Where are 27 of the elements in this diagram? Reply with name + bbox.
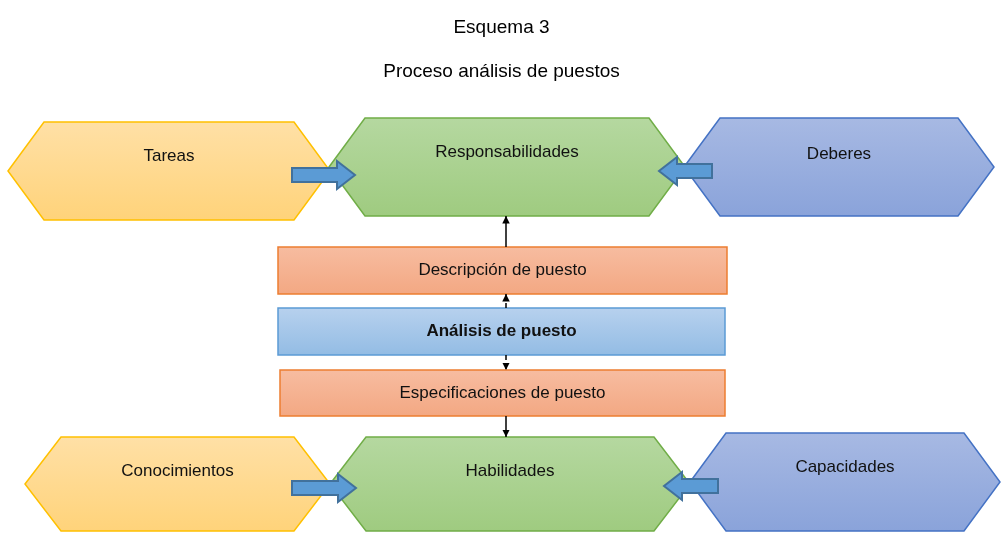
node-label: Responsabilidades	[434, 142, 580, 162]
hexagon-shape	[690, 433, 1000, 531]
arrow	[502, 293, 510, 309]
process-box	[278, 308, 725, 355]
block-arrow	[662, 469, 719, 503]
diagram-caption: Proceso análisis de puestos	[382, 60, 621, 82]
arrow	[502, 215, 510, 248]
process-box	[280, 370, 725, 416]
block-arrow	[291, 471, 358, 505]
node-label: Tareas	[142, 146, 196, 166]
block-arrow	[291, 158, 357, 192]
hexagon-shape	[8, 122, 330, 220]
node-label: Descripción de puesto	[417, 260, 588, 280]
hexagon-shape	[329, 118, 685, 216]
process-box	[278, 247, 727, 294]
node-label: Conocimientos	[120, 461, 235, 481]
hexagon-shape	[684, 118, 994, 216]
hexagon-shape	[25, 437, 330, 531]
node-label: Capacidades	[794, 457, 896, 477]
node-label: Deberes	[805, 144, 873, 164]
arrow	[502, 415, 510, 438]
node-label: Análisis de puesto	[425, 321, 578, 341]
node-label: Habilidades	[464, 461, 556, 481]
block-arrow	[657, 154, 713, 188]
node-label: Especificaciones de puesto	[398, 383, 607, 403]
arrow	[502, 354, 510, 371]
diagram-title: Esquema 3	[452, 16, 551, 38]
